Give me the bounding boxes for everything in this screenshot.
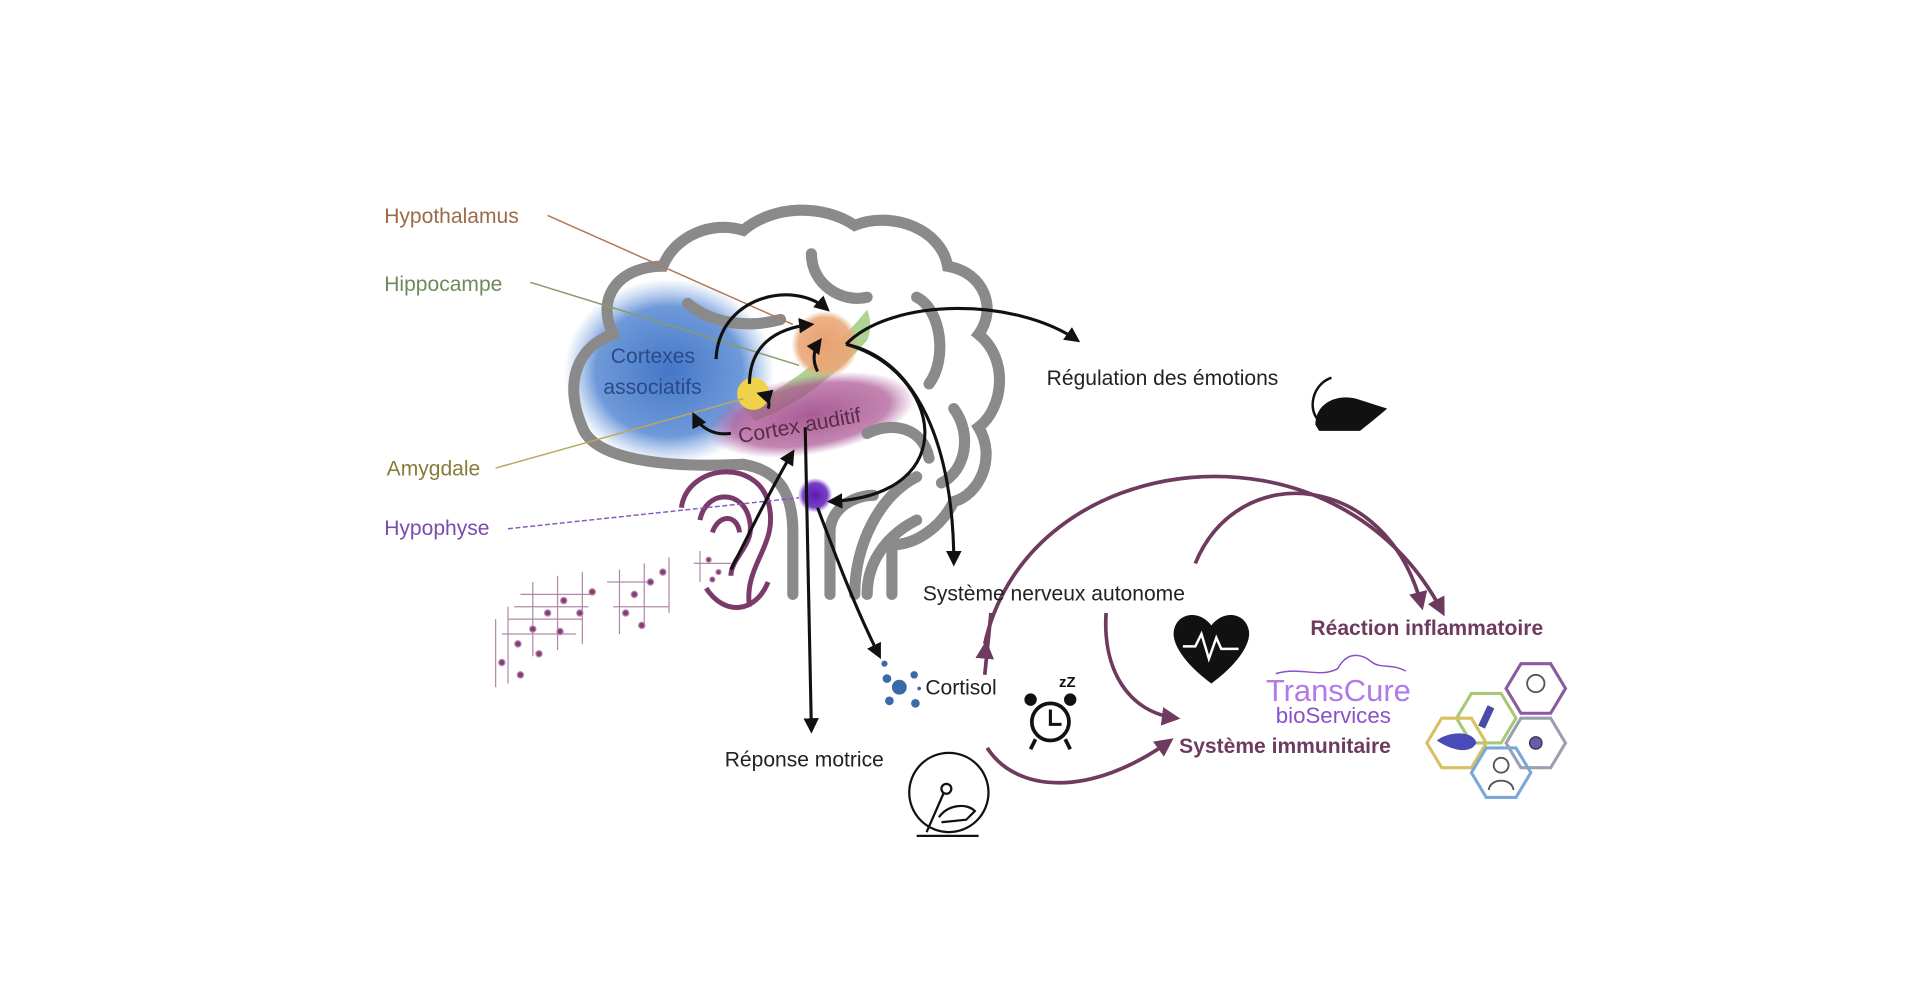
- immune-arrows: [975, 474, 1445, 785]
- services-hexagons: [1425, 662, 1568, 799]
- label-cortisol: Cortisol: [925, 677, 996, 700]
- hamster-wheel-icon: [908, 751, 990, 837]
- label-cortexes-line1: Cortexes: [611, 345, 695, 368]
- sleep-z: zZ: [1059, 675, 1076, 691]
- amygdale-leader: [495, 398, 744, 469]
- logo-line2: bioServices: [1276, 703, 1391, 728]
- logo-line1: TransCure: [1266, 673, 1411, 708]
- label-amygdale: Amygdale: [387, 457, 481, 480]
- hexagon-person: [1469, 746, 1533, 799]
- cortisol-connector: [982, 612, 993, 676]
- ear-icon: [678, 469, 774, 610]
- label-cortexes-line2: associatifs: [603, 376, 701, 399]
- label-regulation-emotions: Régulation des émotions: [1047, 367, 1279, 390]
- hippocampe-leader: [530, 281, 800, 367]
- label-hypothalamus: Hypothalamus: [384, 205, 519, 228]
- cortisol-icon: [881, 660, 921, 708]
- heart-rate-icon: [1173, 614, 1250, 684]
- hexagon-liver: [1425, 716, 1489, 770]
- amygdale-region: [737, 377, 770, 410]
- label-hippocampe: Hippocampe: [384, 273, 502, 296]
- hexagon-cells: [1504, 716, 1568, 770]
- label-reaction-inflammatoire: Réaction inflammatoire: [1310, 617, 1543, 640]
- leader-lines: [495, 214, 800, 530]
- hypothalamus-leader: [547, 214, 794, 326]
- label-hypophyse: Hypophyse: [384, 517, 489, 540]
- hypophyse-region: [797, 477, 833, 513]
- hexagon-microscopy: [1504, 662, 1568, 715]
- transcure-logo: TransCure bioServices: [1266, 654, 1411, 728]
- label-reponse-motrice: Réponse motrice: [725, 748, 884, 771]
- hypophyse-leader: [507, 497, 800, 530]
- alarm-clock-icon: zZ: [1024, 675, 1077, 750]
- label-systeme-nerveux-autonome: Système nerveux autonome: [923, 583, 1185, 606]
- sound-waves-icon: [495, 551, 731, 688]
- label-systeme-immunitaire: Système immunitaire: [1179, 735, 1391, 758]
- neural-arrows: [692, 293, 1081, 734]
- rat-icon: [1311, 376, 1388, 431]
